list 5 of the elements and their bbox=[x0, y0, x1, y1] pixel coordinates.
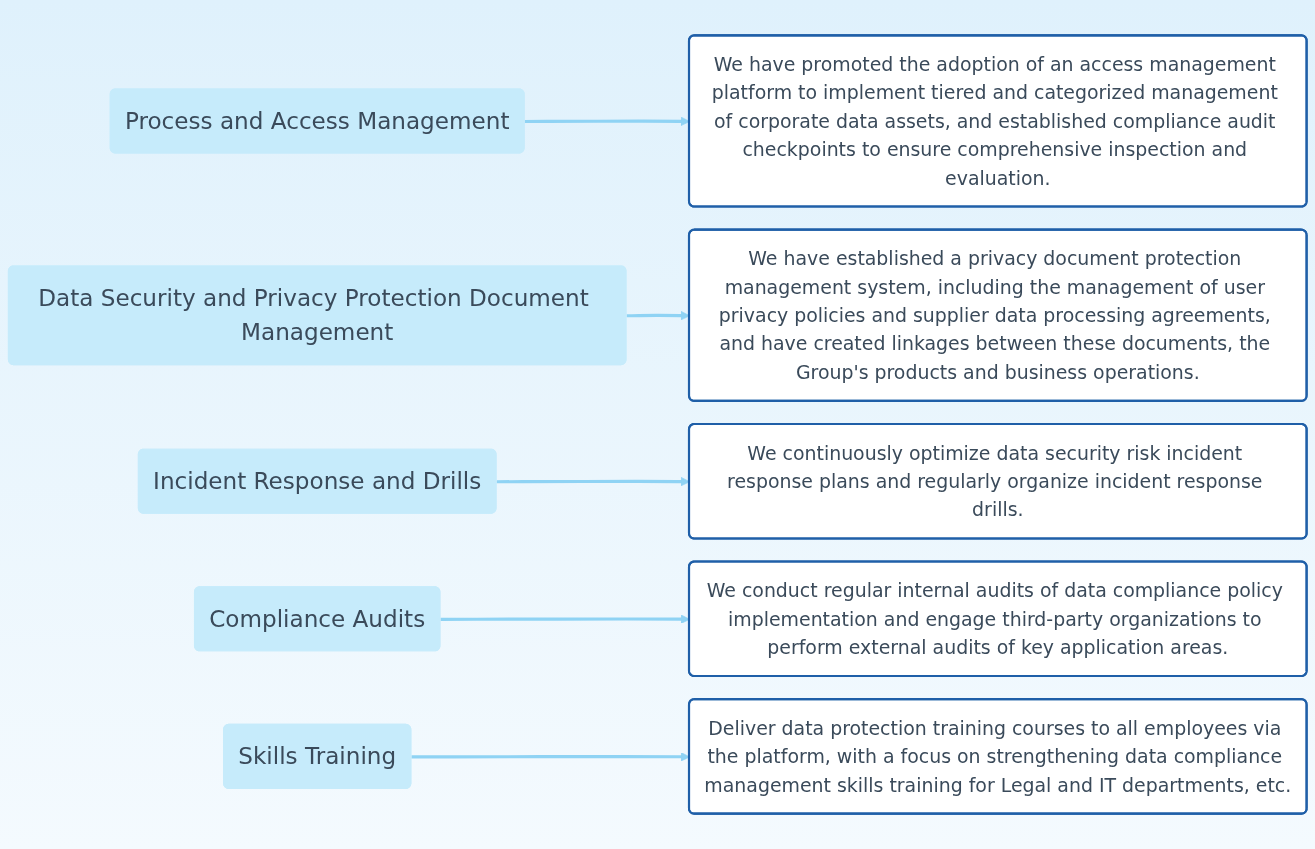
arrow bbox=[411, 752, 690, 762]
arrow bbox=[524, 116, 690, 126]
arrow bbox=[440, 614, 690, 624]
arrow bbox=[496, 477, 690, 487]
arrow bbox=[626, 311, 690, 321]
